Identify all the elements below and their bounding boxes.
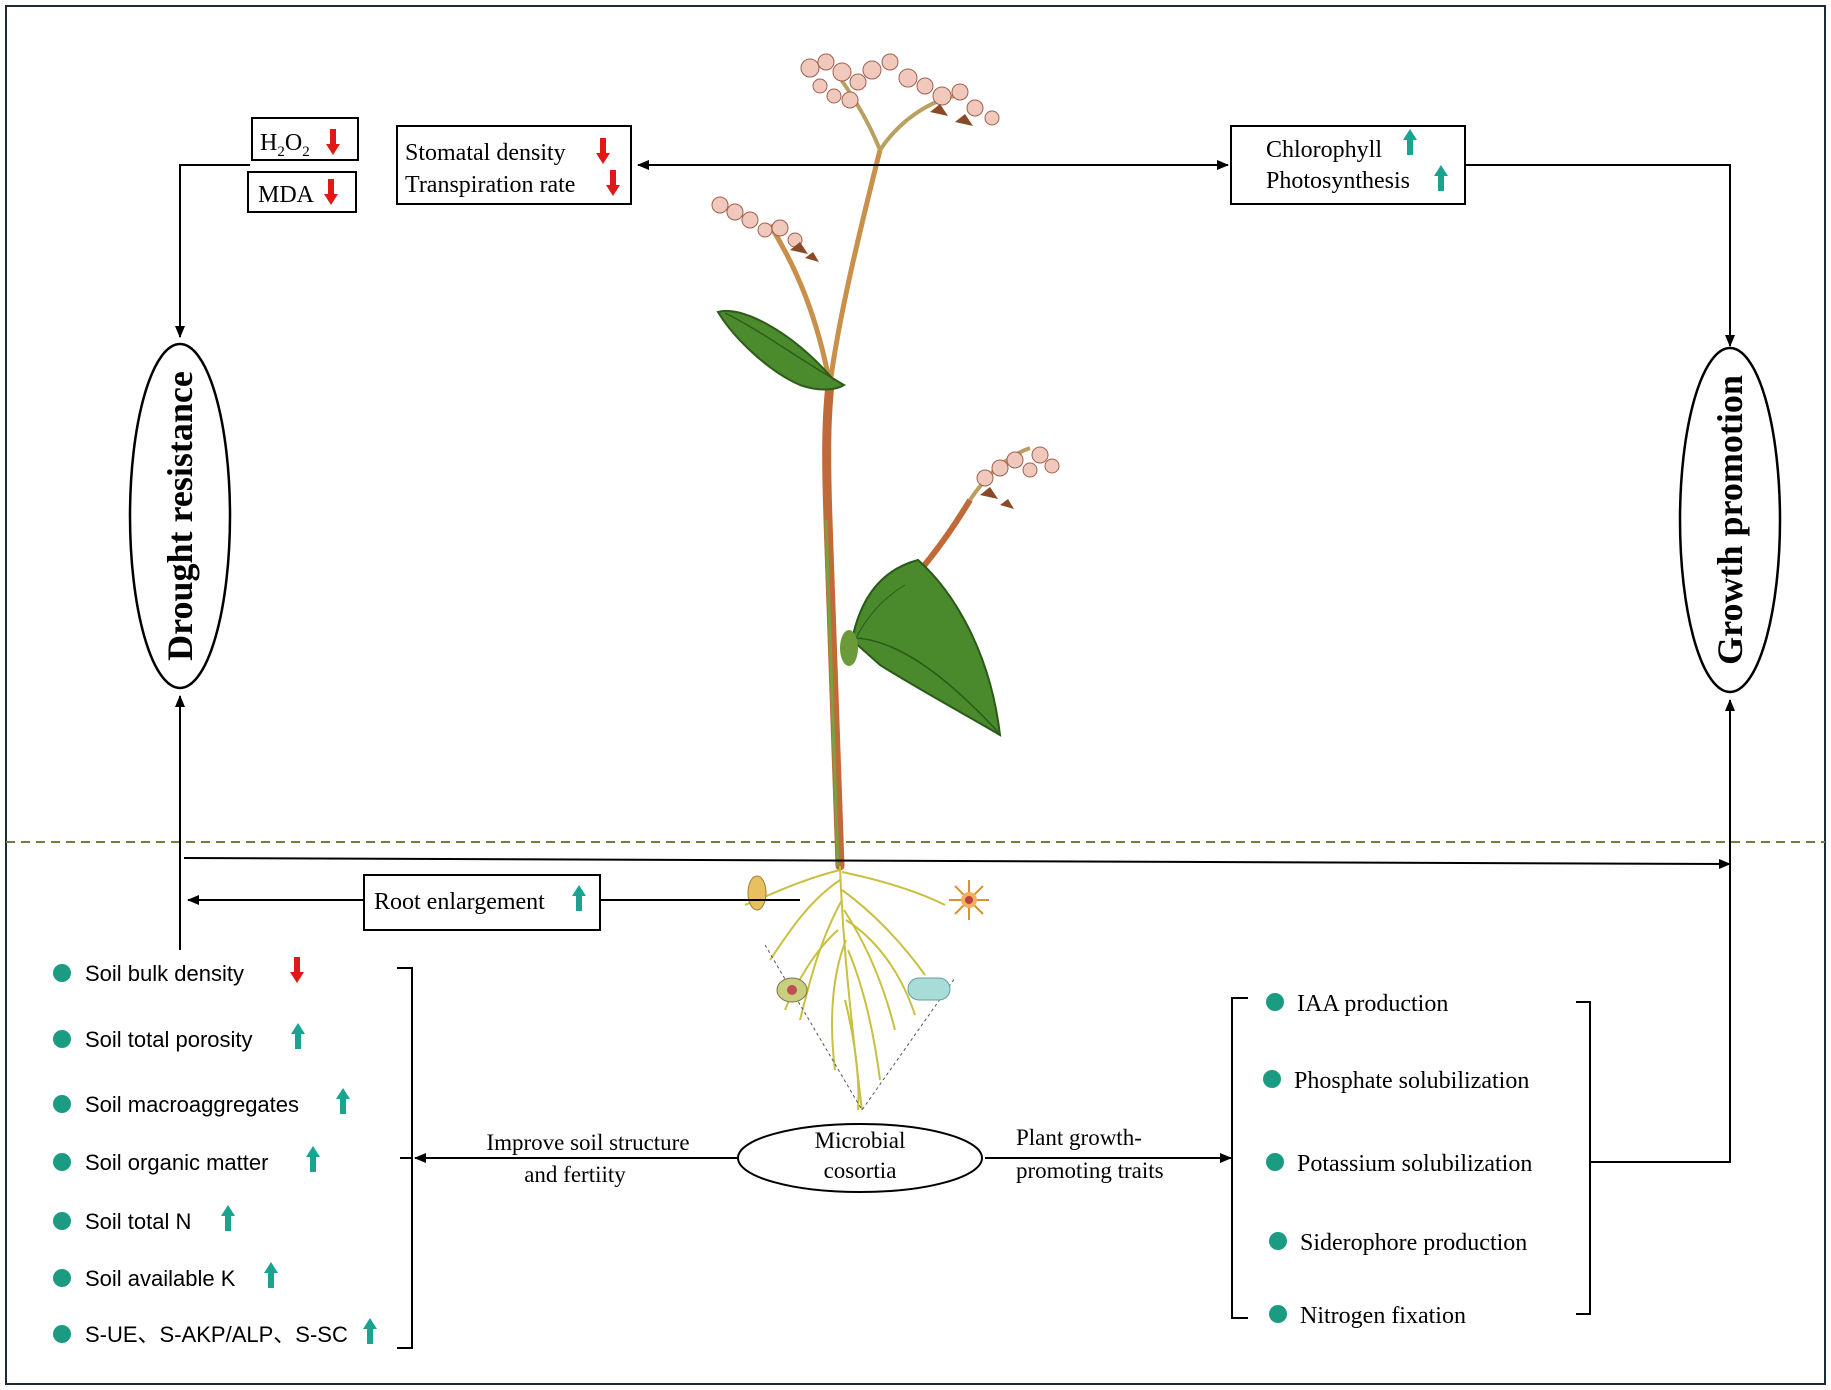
soil-property-label: Soil bulk density	[85, 961, 244, 986]
bullet-icon	[1269, 1305, 1287, 1323]
pgp-trait-label: Phosphate solubilization	[1294, 1068, 1529, 1094]
soil-property-label: Soil organic matter	[85, 1150, 268, 1175]
microbial-line2: cosortia	[824, 1158, 897, 1183]
plant-growth-line2: promoting traits	[1016, 1158, 1164, 1183]
bullet-icon	[53, 1325, 71, 1343]
mda-label: MDA	[258, 182, 315, 208]
bullet-icon	[53, 1269, 71, 1287]
soil-property-item: Soil bulk density	[53, 957, 304, 986]
photosynthesis-up-arrow-icon	[1434, 165, 1448, 191]
up-arrow-icon	[363, 1318, 377, 1344]
up-arrow-icon	[336, 1088, 350, 1114]
root-enlargement-label: Root enlargement	[374, 889, 545, 915]
h2o2-box	[251, 117, 359, 161]
soil-property-label: Soil total porosity	[85, 1027, 253, 1052]
growth-promotion-ellipse	[1678, 346, 1782, 694]
bullet-icon	[1263, 1070, 1281, 1088]
pgp-trait-label: IAA production	[1297, 991, 1448, 1017]
bullet-icon	[53, 1030, 71, 1048]
pgp-trait-item: Phosphate solubilization	[1263, 1068, 1529, 1094]
mda-down-arrow-icon	[324, 179, 338, 205]
arrow-to-drought-top	[175, 164, 250, 338]
transpiration-down-arrow-icon	[606, 170, 620, 196]
soil-property-item: Soil available K	[53, 1262, 278, 1291]
arrow-to-growth-top	[1466, 164, 1735, 347]
transpiration-rate-label: Transpiration rate	[405, 172, 575, 198]
down-arrow-icon	[290, 957, 304, 983]
soil-property-label: S-UE、S-AKP/ALP、S-SC	[85, 1322, 348, 1347]
soil-property-label: Soil macroaggregates	[85, 1092, 299, 1117]
pgp-trait-label: Potassium solubilization	[1297, 1151, 1532, 1177]
soil-bracket	[397, 967, 413, 1349]
root-enlargement-box	[363, 874, 601, 931]
growth-promotion-label: Growth promotion	[1710, 375, 1750, 665]
improve-soil-line2: and fertiity	[524, 1162, 626, 1187]
stomatal-density-label: Stomatal density	[405, 140, 566, 166]
soil-property-item: Soil total N	[53, 1205, 235, 1234]
stomatal-box	[396, 125, 632, 205]
root-up-arrow-icon	[572, 885, 586, 911]
bullet-icon	[1266, 1153, 1284, 1171]
h2o2-down-arrow-icon	[326, 129, 340, 155]
arrow-to-growth-root	[183, 857, 1731, 869]
photosynthesis-label: Photosynthesis	[1266, 168, 1410, 194]
pgp-trait-item: Nitrogen fixation	[1269, 1303, 1466, 1329]
bullet-icon	[53, 1153, 71, 1171]
bullet-icon	[53, 1095, 71, 1113]
mda-box	[247, 171, 357, 213]
stomatal-down-arrow-icon	[596, 138, 610, 164]
pgp-trait-item: Siderophore production	[1269, 1230, 1527, 1256]
soil-property-item: Soil total porosity	[53, 1023, 305, 1052]
up-arrow-icon	[221, 1205, 235, 1231]
soil-property-item: S-UE、S-AKP/ALP、S-SC	[53, 1318, 377, 1347]
soil-property-label: Soil total N	[85, 1209, 191, 1234]
up-arrow-icon	[264, 1262, 278, 1288]
traits-left-bracket	[1231, 997, 1248, 1319]
drought-resistance-ellipse	[128, 342, 232, 690]
outer-frame	[5, 5, 1826, 1385]
up-arrow-icon	[306, 1146, 320, 1172]
microbial-line1: Microbial	[815, 1128, 906, 1153]
bullet-icon	[1269, 1232, 1287, 1250]
pgp-trait-label: Nitrogen fixation	[1300, 1303, 1466, 1329]
drought-resistance-label: Drought resistance	[160, 371, 200, 661]
bullet-icon	[53, 964, 71, 982]
chlorophyll-label: Chlorophyll	[1266, 137, 1382, 163]
plant-growth-line1: Plant growth-	[1016, 1125, 1142, 1150]
microbial-consortia-ellipse	[737, 1123, 983, 1193]
soil-property-item: Soil organic matter	[53, 1146, 320, 1175]
up-arrow-icon	[291, 1023, 305, 1049]
bullet-icon	[53, 1212, 71, 1230]
pgp-trait-item: IAA production	[1266, 991, 1448, 1017]
pgp-trait-item: Potassium solubilization	[1266, 1151, 1532, 1177]
arrow-to-growth-bottom	[1592, 699, 1735, 1163]
pgp-trait-label: Siderophore production	[1300, 1230, 1527, 1256]
buckwheat-plant-illustration	[711, 53, 1060, 1111]
chlorophyll-up-arrow-icon	[1403, 129, 1417, 155]
soil-property-item: Soil macroaggregates	[53, 1088, 350, 1117]
traits-right-bracket	[1576, 1001, 1600, 1315]
chlorophyll-box	[1230, 125, 1466, 205]
improve-soil-line1: Improve soil structure	[486, 1130, 689, 1155]
h2o2-label: H2O2	[260, 130, 310, 160]
soil-property-label: Soil available K	[85, 1266, 236, 1291]
bullet-icon	[1266, 993, 1284, 1011]
